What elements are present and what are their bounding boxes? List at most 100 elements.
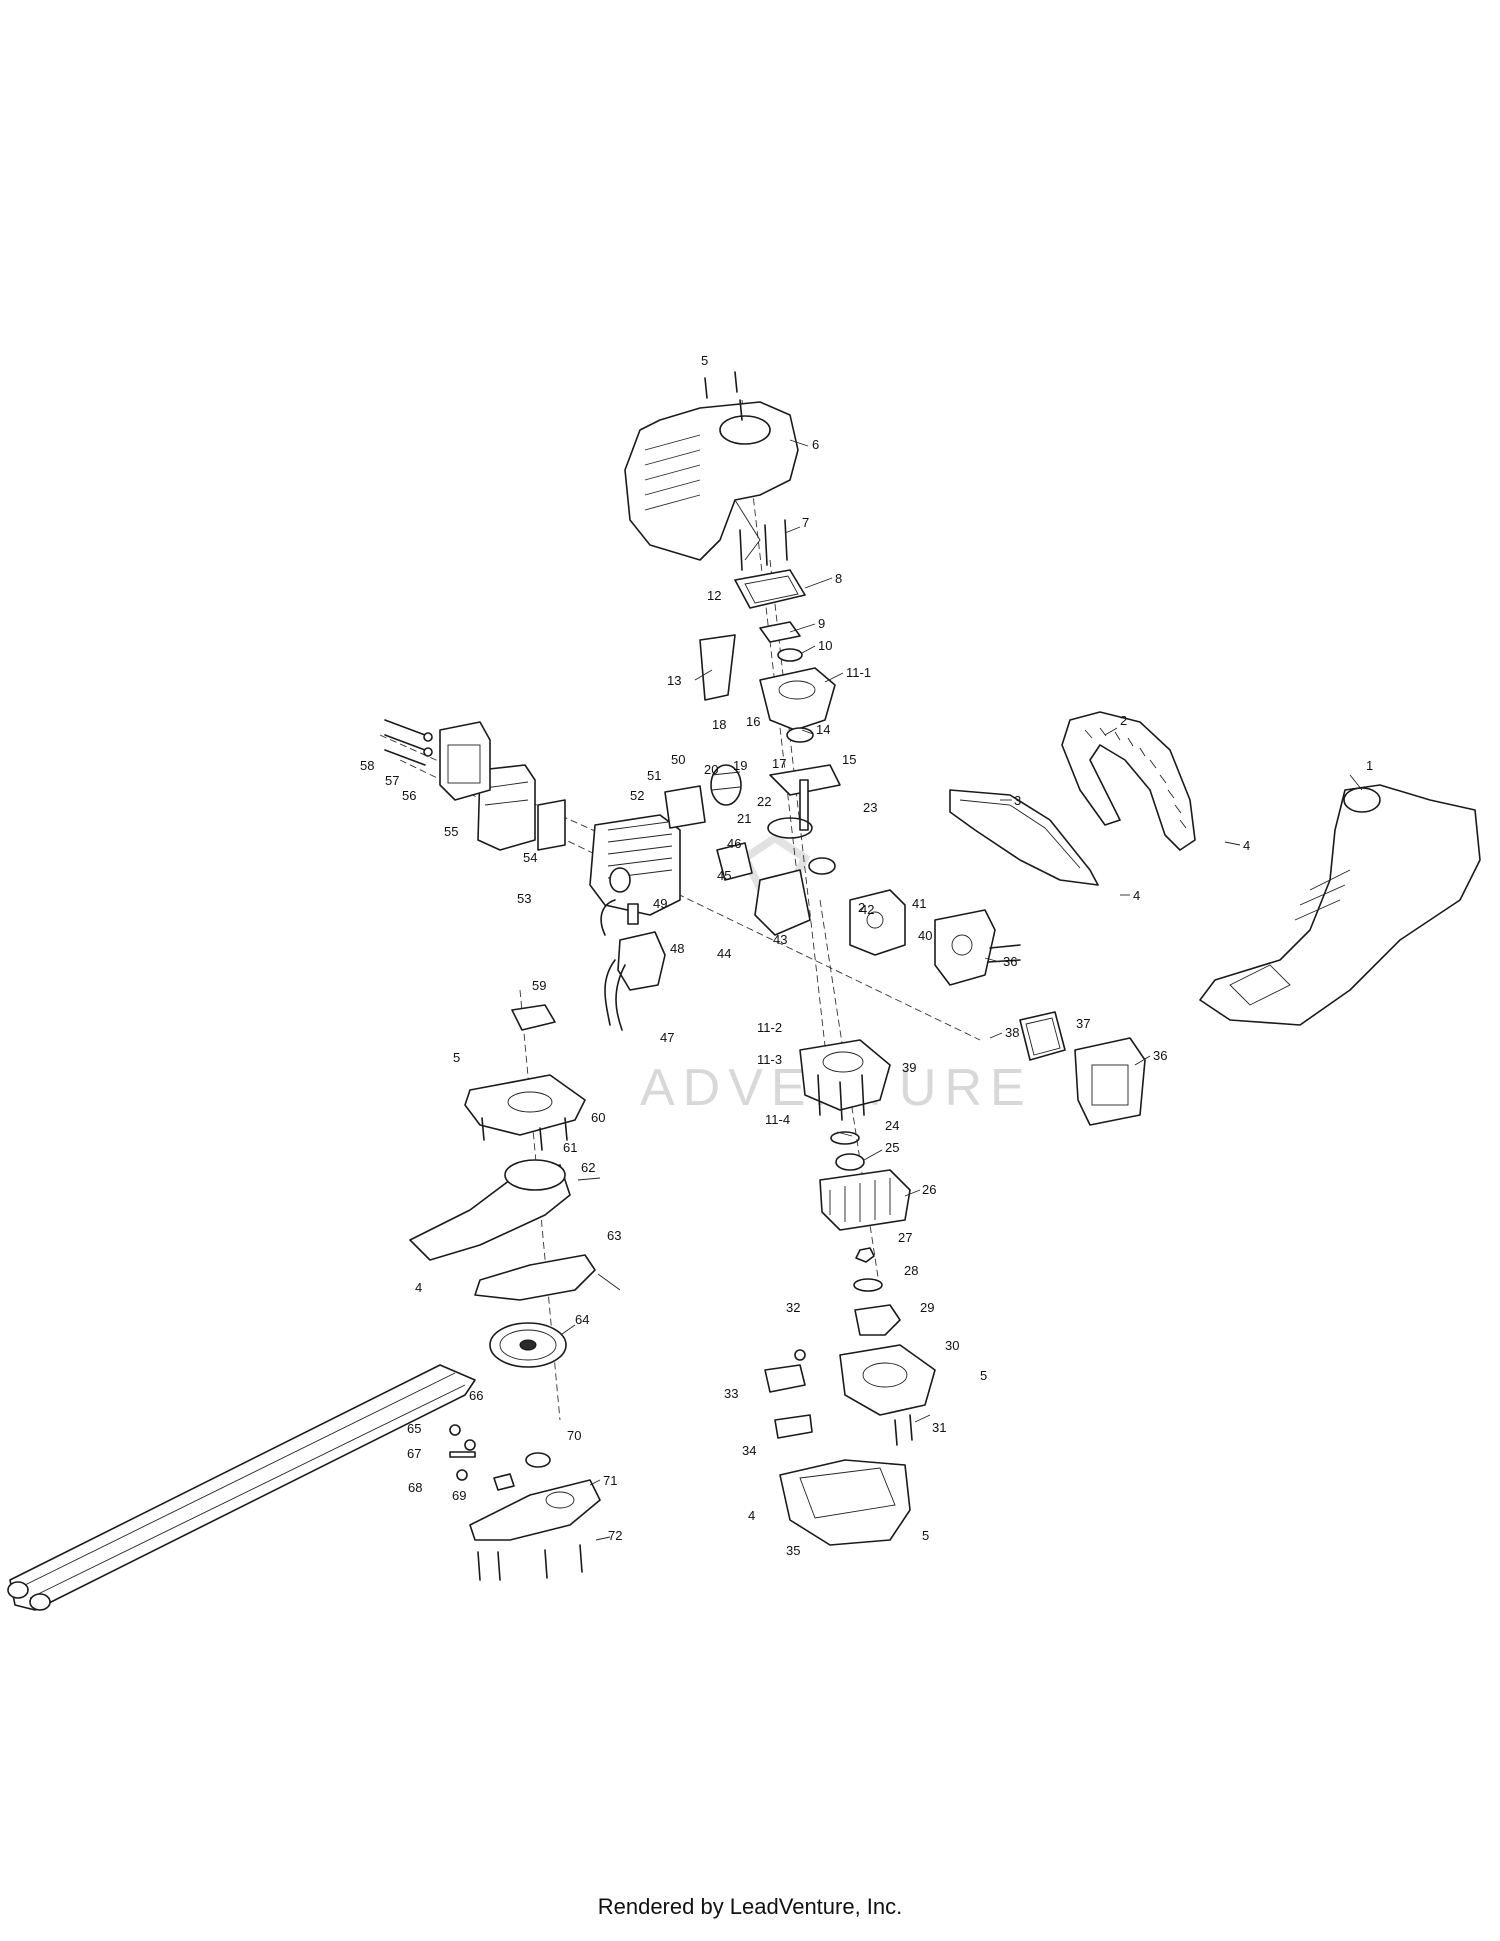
callout-62: 62 <box>581 1160 595 1175</box>
callout-68: 68 <box>408 1480 422 1495</box>
callout-69: 69 <box>452 1488 466 1503</box>
engine-cover-part <box>624 401 799 561</box>
callout-38: 38 <box>1005 1025 1019 1040</box>
cover-screws-part <box>704 371 743 421</box>
callout-3: 3 <box>1014 793 1021 808</box>
crankcase-screws-part <box>817 1074 865 1121</box>
front-handle-part <box>1061 711 1196 851</box>
callout-22: 22 <box>757 794 771 809</box>
callout-18: 18 <box>712 717 726 732</box>
callout-70: 70 <box>567 1428 581 1443</box>
hand-guard-part <box>949 789 1099 886</box>
callout-30: 30 <box>945 1338 959 1353</box>
callout-36-cover: 36 <box>1153 1048 1167 1063</box>
housing-screws-part <box>894 1414 913 1446</box>
callout-13: 13 <box>667 673 681 688</box>
callout-45: 45 <box>717 868 731 883</box>
callout-57: 57 <box>385 773 399 788</box>
shield-plate-part <box>699 634 736 701</box>
rear-handle-part <box>1199 784 1481 1026</box>
callout-66: 66 <box>469 1388 483 1403</box>
callout-43: 43 <box>773 932 787 947</box>
callout-31: 31 <box>932 1420 946 1435</box>
callout-32: 32 <box>786 1300 800 1315</box>
air-cleaner-bolts-part <box>987 944 1021 963</box>
piston-part <box>710 764 742 806</box>
gear-case-gasket-part <box>474 1254 596 1301</box>
callout-19: 19 <box>733 758 747 773</box>
footer-credit: Rendered by LeadVenture, Inc. <box>597 1894 903 1919</box>
callout-labels: 1 2 2 3 4 4 4 4 5 5 5 5 6 7 8 9 10 11-1 … <box>360 353 1373 1558</box>
muffler-part <box>477 764 536 851</box>
cutting-blade-part <box>7 1364 476 1611</box>
flywheel-nut-part <box>855 1247 875 1263</box>
callout-41: 41 <box>912 896 926 911</box>
gear-case-bottom-part <box>469 1479 601 1541</box>
callout-47: 47 <box>660 1030 674 1045</box>
callout-61: 61 <box>563 1140 577 1155</box>
carburetor-part <box>849 889 906 956</box>
callout-9: 9 <box>818 616 825 631</box>
callout-26: 26 <box>922 1182 936 1197</box>
callout-34: 34 <box>742 1443 756 1458</box>
blade-hardware-part <box>449 1424 476 1481</box>
callout-1: 1 <box>1366 758 1373 773</box>
callout-39: 39 <box>902 1060 916 1075</box>
callout-50: 50 <box>671 752 685 767</box>
callout-15: 15 <box>842 752 856 767</box>
callout-60: 60 <box>591 1110 605 1125</box>
callout-46: 46 <box>727 836 741 851</box>
flywheel-part <box>819 1169 911 1231</box>
callout-11-4: 11-4 <box>765 1112 790 1127</box>
callout-8: 8 <box>835 571 842 586</box>
o-ring-part <box>830 1131 860 1145</box>
intake-gasket-part <box>664 785 706 829</box>
bracket-part <box>754 869 811 936</box>
callout-2: 2 <box>1120 713 1127 728</box>
callout-37: 37 <box>1076 1016 1090 1031</box>
callout-4-tank: 4 <box>748 1508 755 1523</box>
callout-21: 21 <box>737 811 751 826</box>
callout-11-3: 11-3 <box>757 1052 782 1067</box>
fuel-cap-part <box>794 1349 806 1361</box>
callout-5-housing: 5 <box>980 1368 987 1383</box>
callout-28: 28 <box>904 1263 918 1278</box>
callout-4-guard: 4 <box>1133 888 1140 903</box>
fuel-tank-part <box>779 1459 911 1546</box>
callout-67: 67 <box>407 1446 421 1461</box>
callout-16: 16 <box>746 714 760 729</box>
cylinder-bolts-part <box>739 519 788 571</box>
small-plate-part <box>511 1004 556 1031</box>
callout-64: 64 <box>575 1312 589 1327</box>
callout-36-base: 36 <box>1003 954 1017 969</box>
air-filter-part <box>1019 1011 1066 1061</box>
callout-11-1: 11-1 <box>846 665 871 680</box>
callout-20: 20 <box>704 762 718 777</box>
air-cleaner-cover-part <box>1074 1037 1146 1126</box>
callout-11-2: 11-2 <box>757 1020 782 1035</box>
callout-6: 6 <box>812 437 819 452</box>
callout-58: 58 <box>360 758 374 773</box>
insulator-block-part <box>716 842 753 881</box>
bushing-part <box>525 1452 551 1468</box>
callout-4-gearcase: 4 <box>415 1280 422 1295</box>
starter-pulley-part <box>854 1304 901 1336</box>
callout-54: 54 <box>523 850 537 865</box>
bearing-part <box>786 727 814 743</box>
callout-52: 52 <box>630 788 644 803</box>
cylinder-cover-plate-part <box>734 569 806 609</box>
ring-part <box>777 648 803 662</box>
cylinder-part <box>589 814 681 916</box>
label-plate-part <box>774 1414 813 1439</box>
callout-2-carb: 2 <box>858 900 865 915</box>
callout-17: 17 <box>772 756 786 771</box>
callout-33: 33 <box>724 1386 738 1401</box>
callout-27: 27 <box>898 1230 912 1245</box>
callout-5-gearcase: 5 <box>453 1050 460 1065</box>
blade-clip-part <box>493 1473 515 1491</box>
callout-51: 51 <box>647 768 661 783</box>
gear-case-top-screws-part <box>481 1117 568 1151</box>
callout-4-handle: 4 <box>1243 838 1250 853</box>
muffler-gasket-part <box>537 799 566 851</box>
ignition-coil-part <box>600 899 666 1031</box>
